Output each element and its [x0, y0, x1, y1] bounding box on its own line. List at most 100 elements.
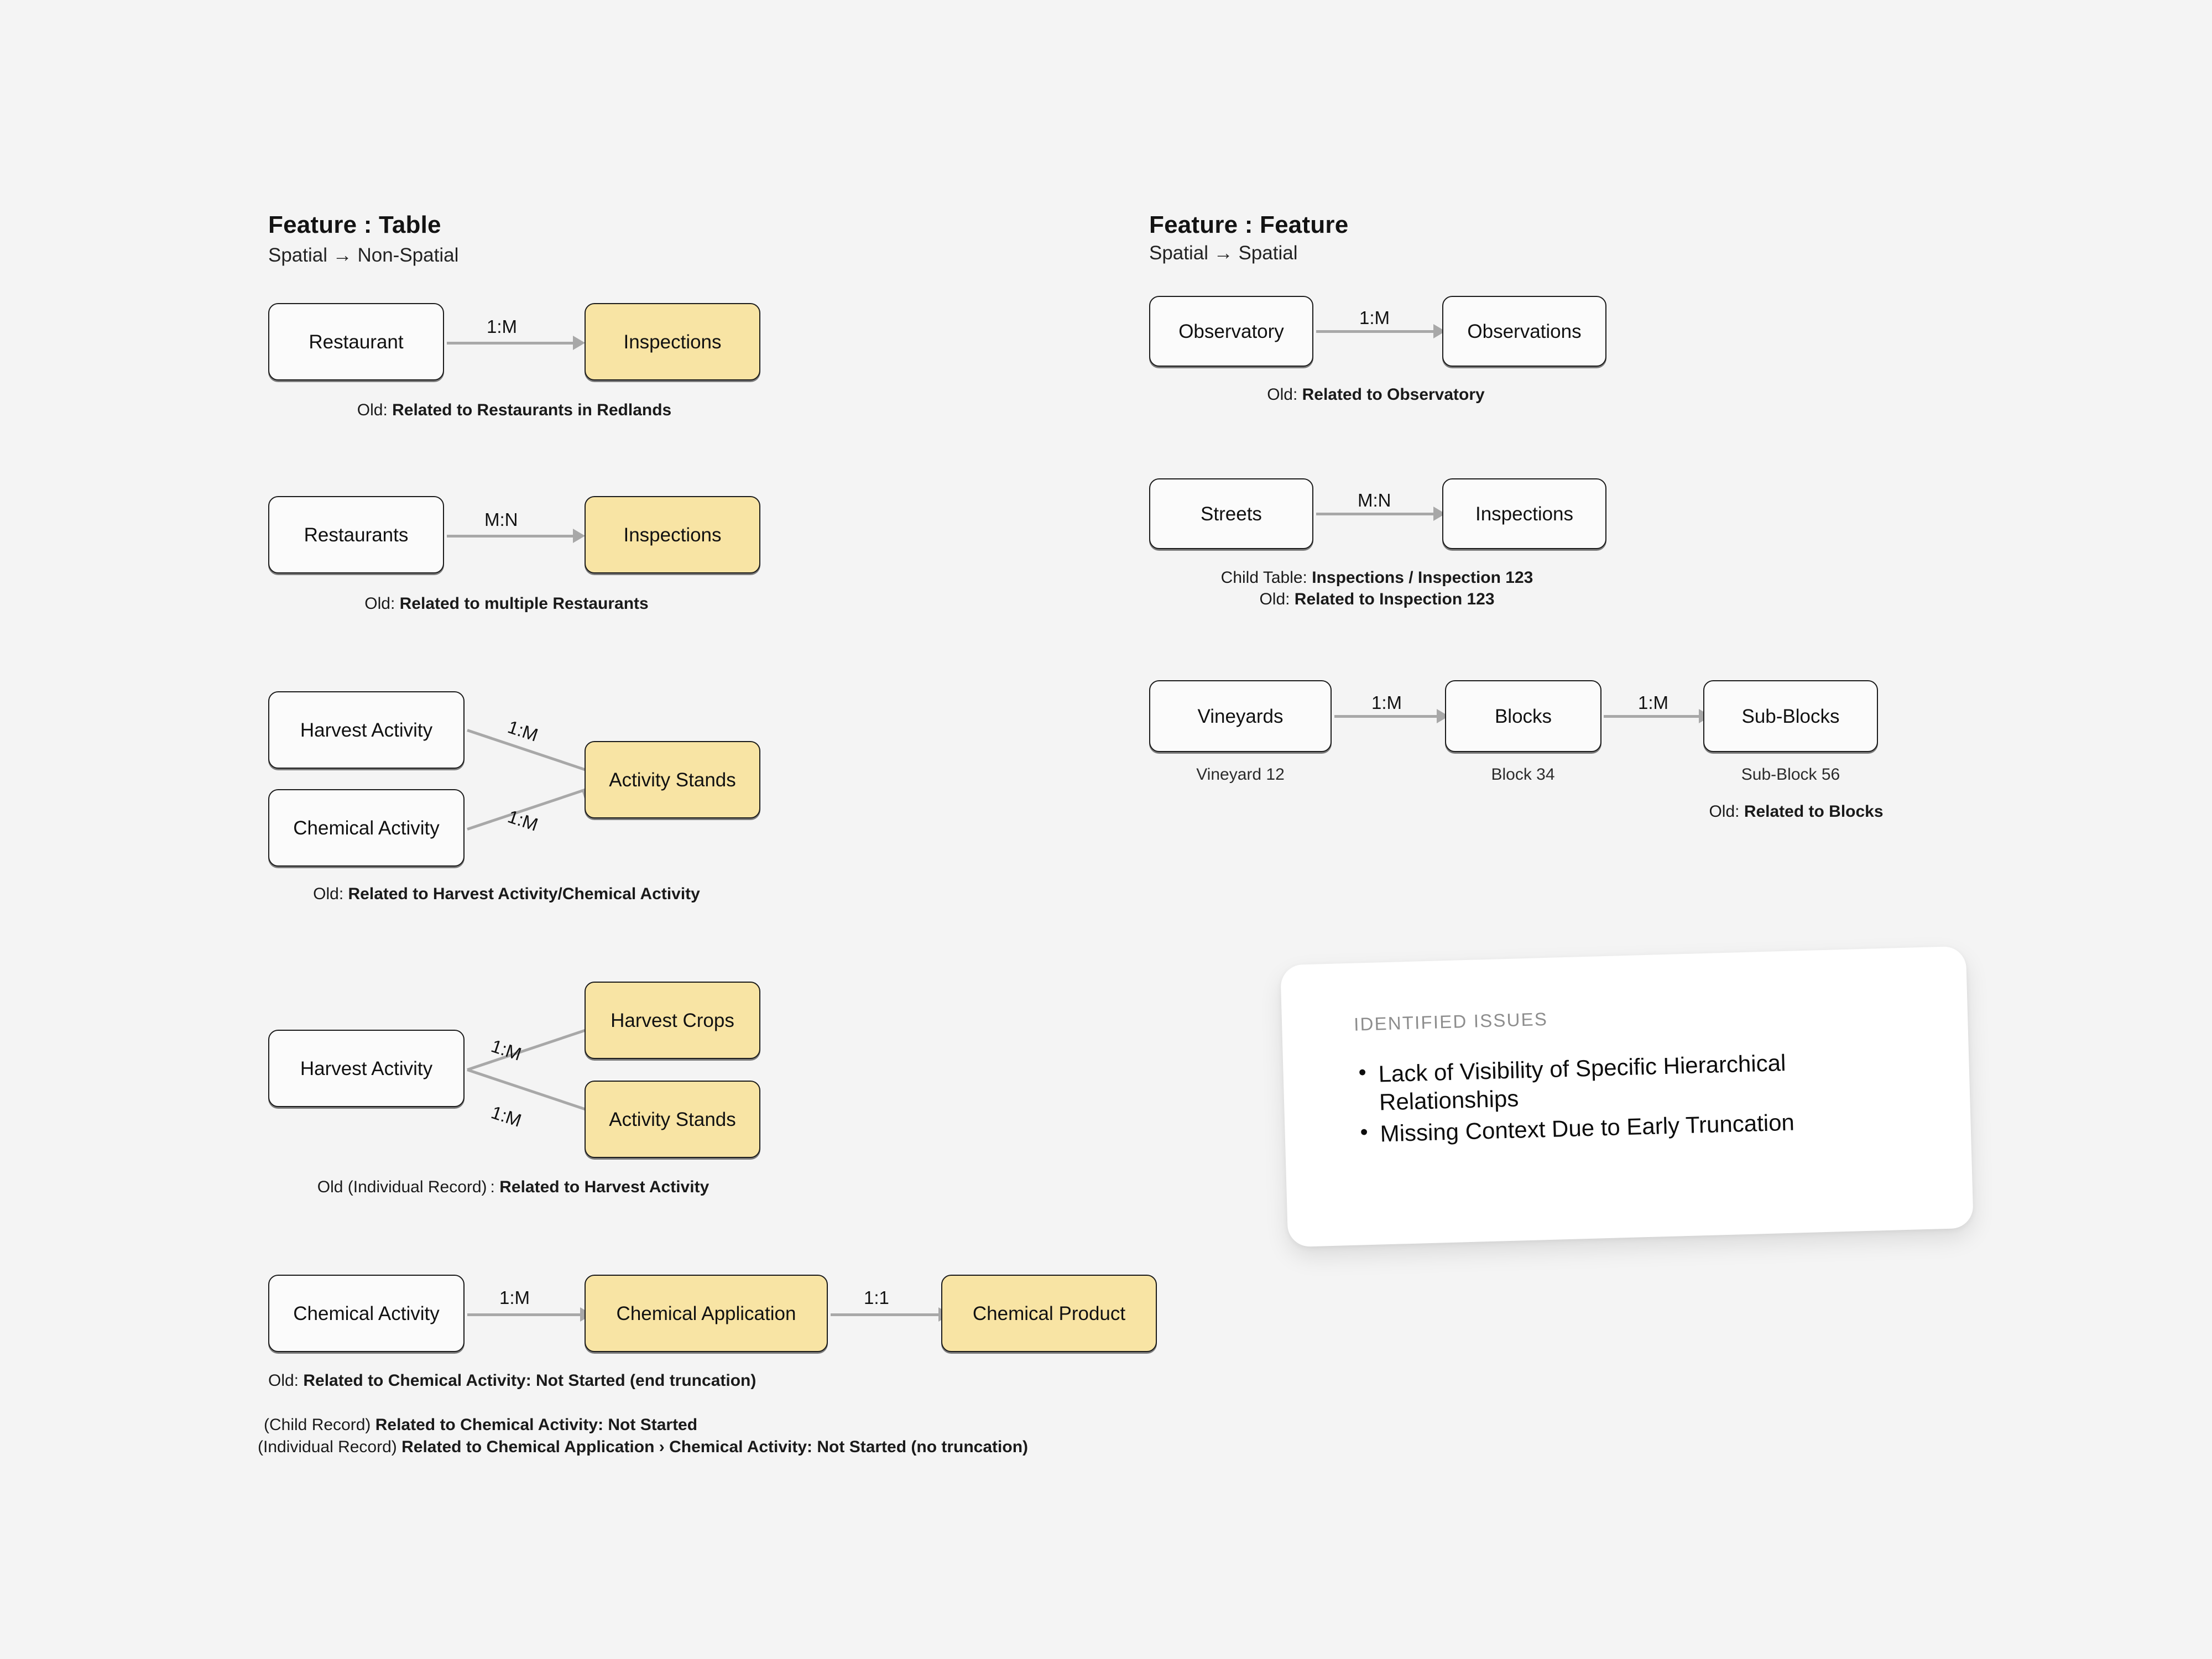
entity-label-observatory: Observatory	[1178, 320, 1284, 342]
caption-label: (Individual Record)	[258, 1438, 402, 1456]
entity-box-inspections-3[interactable]: Inspections	[1442, 478, 1606, 549]
entity-box-observatory[interactable]: Observatory	[1149, 296, 1313, 367]
entity-label-chemical-product: Chemical Product	[972, 1302, 1126, 1324]
caption-value: Related to Chemical Activity: Not Starte…	[375, 1416, 698, 1434]
connector-line	[1316, 330, 1433, 333]
entity-box-activity-stands-1[interactable]: Activity Stands	[585, 741, 760, 818]
caption-label: Old:	[313, 885, 348, 903]
cardinality-label-10: M:N	[1358, 490, 1391, 510]
caption-value: Related to Observatory	[1302, 385, 1485, 404]
record-note-block: Block 34	[1491, 765, 1555, 784]
cardinality-label-6: 1:M	[488, 1102, 524, 1131]
entity-box-activity-stands-2[interactable]: Activity Stands	[585, 1081, 760, 1158]
entity-box-chemical-product[interactable]: Chemical Product	[941, 1275, 1157, 1352]
entity-label-harvest-crops: Harvest Crops	[611, 1009, 734, 1031]
connector-line	[1604, 715, 1699, 718]
caption-old-individual-harvest: Old (Individual Record) : Related to Har…	[317, 1178, 709, 1197]
entity-label-inspections-1: Inspections	[623, 331, 722, 353]
entity-box-harvest-crops[interactable]: Harvest Crops	[585, 982, 760, 1059]
caption-label: Old:	[1267, 385, 1302, 404]
entity-box-harvest-activity-2[interactable]: Harvest Activity	[268, 1030, 465, 1107]
connector-line	[467, 1068, 589, 1112]
caption-child-record: (Child Record) Related to Chemical Activ…	[264, 1416, 697, 1434]
list-item: Lack of Visibility of Specific Hierarchi…	[1378, 1045, 1931, 1117]
entity-box-harvest-activity-1[interactable]: Harvest Activity	[268, 691, 465, 769]
caption-value: Related to Chemical Application › Chemic…	[401, 1438, 1029, 1456]
caption-value: Related to Restaurants in Redlands	[392, 401, 672, 419]
connector-line	[467, 1027, 589, 1071]
cardinality-label-9: 1:M	[1359, 307, 1390, 328]
arrow-head-icon	[573, 336, 585, 350]
caption-label: Old:	[357, 401, 393, 419]
caption-label: Old:	[268, 1371, 304, 1390]
caption-label: Old:	[1259, 590, 1295, 608]
connector-line	[447, 535, 573, 538]
connector-line	[447, 342, 573, 345]
cardinality-label-7: 1:M	[499, 1287, 530, 1308]
cardinality-label-1: 1:M	[487, 316, 518, 337]
entity-label-chemical-application: Chemical Application	[616, 1302, 796, 1324]
section-title-feature-feature: Feature : Feature	[1149, 211, 1349, 238]
caption-old-multiple-restaurants: Old: Related to multiple Restaurants	[364, 594, 648, 613]
caption-value: Related to Chemical Activity: Not Starte…	[303, 1371, 757, 1390]
connector-line	[1334, 715, 1437, 718]
entity-box-sub-blocks[interactable]: Sub-Blocks	[1703, 680, 1878, 752]
entity-label-vineyards: Vineyards	[1197, 705, 1284, 727]
entity-box-restaurants[interactable]: Restaurants	[268, 496, 444, 573]
section-subtitle-feature-feature: Spatial → Spatial	[1149, 242, 1298, 264]
cardinality-label-11: 1:M	[1371, 692, 1402, 713]
identified-issues-card: IDENTIFIED ISSUES Lack of Visibility of …	[1280, 946, 1974, 1248]
caption-old-inspection-123: Old: Related to Inspection 123	[1259, 590, 1494, 609]
entity-label-restaurant: Restaurant	[309, 331, 404, 353]
entity-box-blocks[interactable]: Blocks	[1445, 680, 1601, 752]
cardinality-label-3: 1:M	[505, 716, 541, 745]
connector-line	[467, 1313, 580, 1316]
caption-old-observatory: Old: Related to Observatory	[1267, 385, 1484, 404]
entity-label-harvest-activity-2: Harvest Activity	[300, 1057, 433, 1079]
caption-value: Inspections / Inspection 123	[1312, 568, 1533, 587]
connector-line	[1316, 513, 1433, 515]
entity-label-activity-stands-2: Activity Stands	[609, 1108, 736, 1130]
entity-label-restaurants: Restaurants	[304, 524, 409, 546]
entity-label-streets: Streets	[1201, 503, 1262, 525]
cardinality-label-2: M:N	[484, 509, 518, 530]
connector-line	[831, 1313, 938, 1316]
cardinality-label-12: 1:M	[1638, 692, 1669, 713]
caption-label: Old (Individual Record) :	[317, 1178, 500, 1196]
issues-card-eyebrow: IDENTIFIED ISSUES	[1353, 1008, 1548, 1035]
entity-box-inspections-2[interactable]: Inspections	[585, 496, 760, 573]
issues-list: Lack of Visibility of Specific Hierarchi…	[1355, 1045, 1932, 1149]
caption-value: Related to Inspection 123	[1294, 590, 1495, 608]
entity-box-chemical-application[interactable]: Chemical Application	[585, 1275, 828, 1352]
entity-box-chemical-activity-2[interactable]: Chemical Activity	[268, 1275, 465, 1352]
arrow-head-icon	[573, 529, 585, 543]
record-note-sub-block: Sub-Block 56	[1741, 765, 1840, 784]
caption-child-table-inspections: Child Table: Inspections / Inspection 12…	[1221, 568, 1533, 587]
entity-label-chemical-activity-2: Chemical Activity	[293, 1302, 440, 1324]
caption-old-restaurants-redlands: Old: Related to Restaurants in Redlands	[357, 401, 671, 420]
caption-value: Related to Blocks	[1744, 802, 1884, 821]
entity-label-activity-stands-1: Activity Stands	[609, 769, 736, 791]
caption-individual-record: (Individual Record) Related to Chemical …	[258, 1438, 1028, 1457]
entity-box-streets[interactable]: Streets	[1149, 478, 1313, 549]
entity-label-harvest-activity-1: Harvest Activity	[300, 719, 433, 741]
caption-label: Old:	[1709, 802, 1744, 821]
caption-old-chemical-truncation: Old: Related to Chemical Activity: Not S…	[268, 1371, 756, 1390]
entity-label-sub-blocks: Sub-Blocks	[1741, 705, 1840, 727]
caption-value: Related to multiple Restaurants	[399, 594, 649, 613]
caption-label: Child Table:	[1220, 568, 1312, 587]
entity-label-chemical-activity-1: Chemical Activity	[293, 817, 440, 839]
entity-box-vineyards[interactable]: Vineyards	[1149, 680, 1332, 752]
caption-old-related-blocks: Old: Related to Blocks	[1709, 802, 1883, 821]
caption-value: Related to Harvest Activity/Chemical Act…	[348, 885, 700, 903]
entity-box-chemical-activity-1[interactable]: Chemical Activity	[268, 789, 465, 867]
caption-value: Related to Harvest Activity	[499, 1178, 709, 1196]
caption-label: (Child Record)	[264, 1416, 375, 1434]
section-subtitle-feature-table: Spatial → Non-Spatial	[268, 244, 459, 266]
caption-label: Old:	[364, 594, 400, 613]
entity-label-observations: Observations	[1467, 320, 1582, 342]
entity-box-restaurant[interactable]: Restaurant	[268, 303, 444, 380]
entity-box-inspections-1[interactable]: Inspections	[585, 303, 760, 380]
entity-box-observations[interactable]: Observations	[1442, 296, 1606, 367]
